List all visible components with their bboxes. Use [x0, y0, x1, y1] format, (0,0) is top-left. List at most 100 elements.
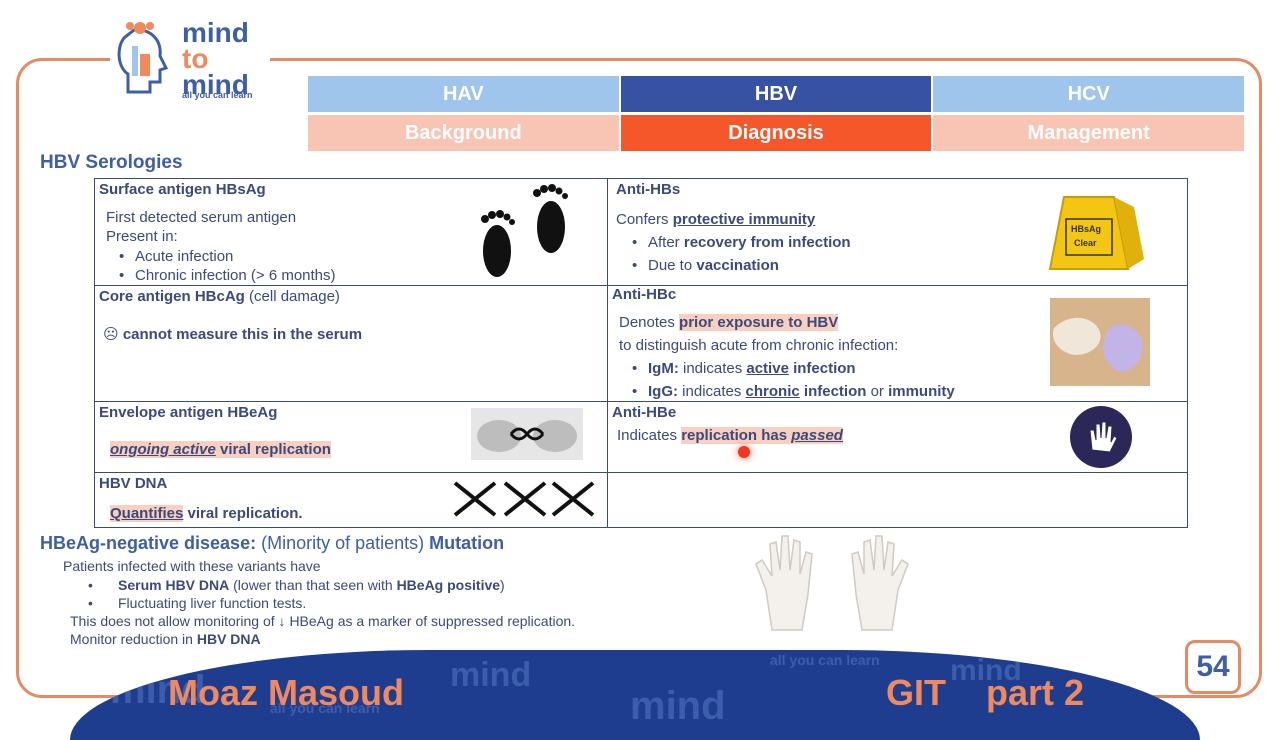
text-span: (Minority of patients): [261, 533, 425, 553]
text-span: recovery from infection: [683, 234, 851, 251]
logo-tagline: all you can learn: [182, 90, 253, 100]
bottom-title: HBeAg-negative disease: (Minority of pat…: [40, 533, 504, 554]
cell-anti-hbs: Anti-HBs Confers protective immunity Aft…: [608, 179, 1188, 285]
table-divider: [95, 472, 1187, 473]
text-span: ongoing active: [110, 441, 216, 458]
tab-management[interactable]: Management: [933, 115, 1245, 151]
section-tabs: Background Diagnosis Management: [308, 115, 1245, 151]
white-gloves-icon: [755, 535, 909, 631]
text-span: viral replication.: [187, 505, 303, 522]
author-name: Moaz Masoud: [168, 672, 405, 713]
tab-diagnosis[interactable]: Diagnosis: [620, 115, 932, 151]
sign-text: Clear: [1074, 238, 1097, 248]
text-span: indicates: [682, 383, 742, 400]
cell-text: Confers protective immunity: [616, 211, 815, 228]
text-span: vaccination: [696, 257, 779, 274]
watermark-text: mind: [110, 668, 206, 712]
tab-background[interactable]: Background: [308, 115, 619, 151]
bottom-text: Monitor reduction in HBV DNA: [70, 631, 261, 647]
text-span: cannot measure this in the serum: [122, 326, 363, 343]
cell-title: HBV DNA: [99, 475, 168, 492]
text-span: chronic: [745, 383, 800, 400]
cell-title: Anti-HBe: [612, 404, 677, 421]
section-title: HBV Serologies: [40, 152, 183, 173]
cell-title: Surface antigen HBsAg: [99, 181, 266, 198]
text-span: protective immunity: [672, 211, 816, 228]
text-span: or: [870, 383, 884, 400]
watermark-text: all you can learn: [770, 652, 880, 668]
dna-helix-icon: [453, 481, 595, 517]
cell-hbeag: Envelope antigen HBeAg ongoing active vi…: [95, 402, 607, 472]
tab-hcv[interactable]: HCV: [933, 76, 1245, 112]
cell-hbsag: Surface antigen HBsAg First detected ser…: [95, 179, 607, 285]
page-number: 54: [1185, 640, 1241, 694]
tab-hav[interactable]: HAV: [308, 76, 619, 112]
cell-title: Anti-HBs: [616, 181, 681, 198]
list-item: Serum HBV DNA (lower than that seen with…: [88, 577, 505, 593]
watermark-text: all you can learn: [270, 700, 380, 716]
text-span: Confers: [616, 211, 669, 228]
text-span: passed: [791, 427, 843, 444]
cell-title: Anti-HBc: [612, 286, 677, 303]
cell-text: ongoing active viral replication: [110, 441, 331, 458]
list-item: Chronic infection (> 6 months): [119, 267, 335, 284]
text-span: Due to: [648, 257, 693, 274]
recording-cursor-icon: [738, 446, 750, 458]
footprints-icon: [481, 184, 568, 277]
virus-tabs: HAV HBV HCV: [308, 76, 1245, 112]
text-span: Monitor reduction in: [70, 631, 193, 647]
list-item: After recovery from infection: [632, 234, 851, 251]
sad-face-icon: ☹: [103, 326, 119, 343]
table-divider: [95, 285, 1187, 286]
text-span: infection: [803, 383, 867, 400]
course-title: GIT part 2: [886, 672, 1085, 713]
serology-table: Surface antigen HBsAg First detected ser…: [94, 178, 1188, 528]
table-divider: [95, 401, 1187, 402]
text-span: HBV DNA: [196, 631, 261, 647]
text-span: Mutation: [429, 533, 505, 553]
head-logo-icon: [117, 22, 169, 94]
text-span: Denotes: [619, 314, 675, 331]
text-span: IgM:: [648, 360, 679, 377]
text-span: prior exposure to HBV: [679, 314, 839, 331]
cell-anti-hbc: Anti-HBc Denotes prior exposure to HBV t…: [608, 286, 1188, 401]
cell-text: Denotes prior exposure to HBV: [619, 314, 839, 331]
sign-text: HBsAg: [1071, 224, 1102, 234]
cleaning-photo: [1050, 298, 1150, 386]
logo-mind-2: mind: [182, 69, 249, 100]
text-span: IgG:: [648, 383, 678, 400]
table-divider: [607, 179, 608, 527]
bottom-text: This does not allow monitoring of ↓ HBeA…: [70, 613, 576, 629]
list-item: Acute infection: [119, 248, 233, 265]
text-span: (cell damage): [249, 288, 340, 305]
cell-text: Indicates replication has passed: [617, 427, 843, 444]
text-span: HBeAg-negative disease:: [40, 533, 257, 553]
text-span: [215, 441, 221, 458]
text-span: Indicates: [617, 427, 678, 444]
bottom-text: Patients infected with these variants ha…: [63, 558, 321, 574]
text-span: Serum HBV DNA: [118, 577, 230, 593]
handprints-dna-icon: [471, 408, 583, 460]
list-item: Due to vaccination: [632, 257, 779, 274]
text-span: indicates: [683, 360, 743, 377]
cell-title: Envelope antigen HBeAg: [99, 404, 278, 421]
watermark-text: mind: [450, 656, 532, 694]
list-item: IgM: indicates active infection: [632, 360, 856, 377]
mind-to-mind-logo: mind to mind all you can learn: [110, 18, 270, 102]
text-span: infection: [793, 360, 856, 377]
wet-floor-sign-icon: HBsAg Clear: [1044, 189, 1148, 275]
text-span: active: [746, 360, 789, 377]
stop-hand-icon: [1070, 406, 1132, 468]
text-span: [787, 427, 792, 444]
text-span: After: [648, 234, 680, 251]
cell-hbcag: Core antigen HBcAg (cell damage) ☹ canno…: [95, 286, 607, 401]
cell-text: Present in:: [106, 228, 178, 245]
text-span: ): [500, 577, 505, 593]
text-span: Core antigen HBcAg: [99, 288, 245, 305]
tab-hbv[interactable]: HBV: [620, 76, 932, 112]
cell-text: ☹ cannot measure this in the serum: [103, 325, 362, 343]
cell-anti-hbe: Anti-HBe Indicates replication has passe…: [608, 402, 1188, 472]
text-span: viral replication: [220, 441, 331, 458]
cell-empty: [608, 473, 1188, 528]
watermark-text: mind: [950, 654, 1022, 687]
